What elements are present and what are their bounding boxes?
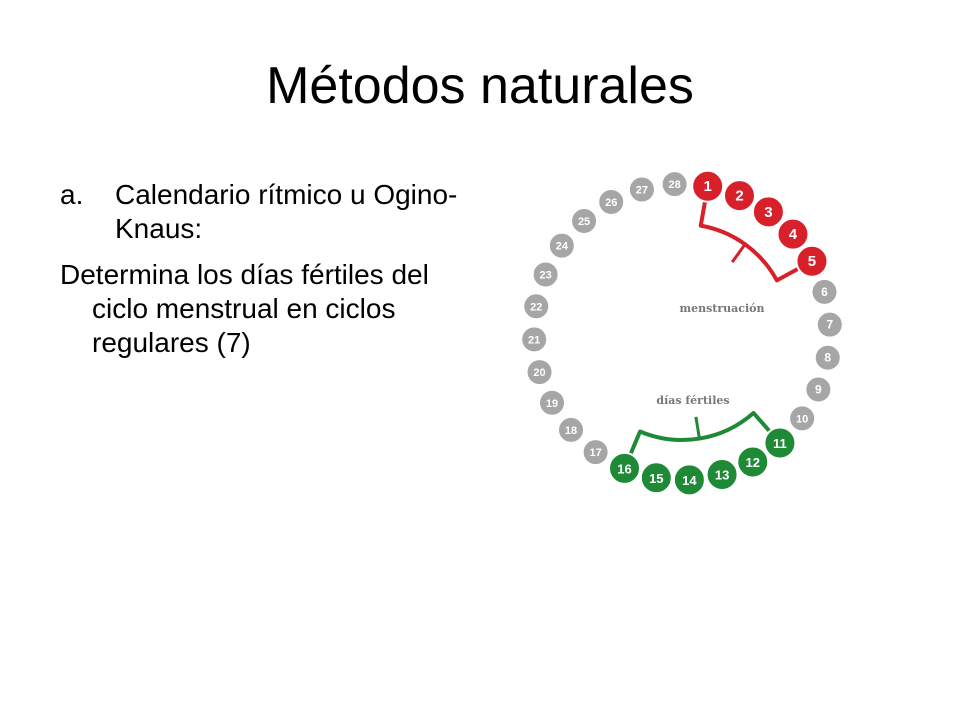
cycle-day-number: 14: [682, 473, 697, 488]
cycle-day-number: 21: [528, 334, 540, 346]
cycle-diagram-svg: menstruación días fértiles 1234567891011…: [520, 169, 844, 497]
cycle-day-11: 11: [763, 426, 797, 460]
cycle-day-number: 22: [530, 301, 542, 313]
cycle-day-marker: [639, 461, 673, 495]
cycle-day-4: 4: [776, 217, 810, 251]
cycle-day-6: 6: [810, 277, 839, 306]
cycle-day-number: 13: [715, 467, 729, 482]
cycle-day-26: 26: [597, 188, 626, 217]
cycle-day-8: 8: [813, 343, 842, 372]
slide-title: Métodos naturales: [266, 57, 694, 115]
cycle-day-marker: [531, 260, 560, 289]
cycle-day-marker: [522, 292, 551, 321]
cycle-day-3: 3: [751, 195, 785, 229]
cycle-day-marker: [660, 170, 689, 199]
cycle-day-marker: [691, 169, 725, 203]
cycle-day-number: 23: [539, 270, 551, 282]
cycle-day-marker: [776, 217, 810, 251]
list-item-calendar-method: a. Calendario rítmico u Ogino- Knaus:: [60, 178, 460, 246]
cycle-day-number: 11: [773, 436, 787, 451]
cycle-day-15: 15: [639, 461, 673, 495]
cycle-day-20: 20: [525, 358, 554, 387]
cycle-day-marker: [804, 375, 833, 404]
cycle-day-number: 10: [796, 413, 808, 425]
cycle-day-number: 1: [704, 178, 712, 195]
cycle-day-marker: [557, 415, 586, 444]
cycle-day-marker: [525, 358, 554, 387]
cycle-day-number: 6: [821, 285, 828, 299]
cycle-day-number: 18: [565, 425, 577, 437]
cycle-day-number: 5: [808, 253, 816, 270]
cycle-day-23: 23: [531, 260, 560, 289]
cycle-day-number: 16: [617, 461, 631, 476]
cycle-day-number: 8: [824, 351, 831, 365]
cycle-days: 1234567891011121314151617181920212223242…: [520, 169, 844, 497]
cycle-day-marker: [795, 244, 829, 278]
cycle-day-marker: [813, 343, 842, 372]
cycle-day-17: 17: [581, 438, 610, 467]
cycle-day-number: 19: [546, 398, 558, 410]
cycle-day-24: 24: [547, 231, 576, 260]
cycle-day-12: 12: [736, 445, 770, 479]
cycle-day-number: 7: [826, 318, 833, 332]
cycle-day-number: 12: [746, 455, 760, 470]
cycle-brackets: [628, 201, 799, 455]
cycle-day-number: 4: [789, 226, 798, 243]
menstruation-label: menstruación: [679, 302, 764, 315]
cycle-day-marker: [736, 445, 770, 479]
cycle-day-marker: [763, 426, 797, 460]
cycle-day-number: 15: [649, 471, 663, 486]
cycle-day-16: 16: [608, 451, 642, 485]
cycle-day-21: 21: [520, 325, 549, 354]
fertile-days-label: días fértiles: [656, 394, 729, 407]
cycle-day-22: 22: [522, 292, 551, 321]
cycle-day-5: 5: [795, 244, 829, 278]
menstruation-bracket-stem: [730, 243, 747, 264]
cycle-day-27: 27: [627, 175, 656, 204]
cycle-day-marker: [672, 463, 706, 497]
cycle-day-marker: [597, 188, 626, 217]
list-marker: a.: [60, 179, 84, 210]
cycle-day-marker: [547, 231, 576, 260]
cycle-day-marker: [722, 179, 756, 213]
cycle-day-19: 19: [538, 388, 567, 417]
cycle-day-number: 17: [589, 447, 601, 459]
cycle-day-10: 10: [788, 404, 817, 433]
cycle-day-number: 27: [636, 185, 648, 197]
cycle-day-25: 25: [570, 207, 599, 236]
cycle-day-marker: [627, 175, 656, 204]
cycle-day-marker: [705, 457, 739, 491]
cycle-day-number: 24: [556, 241, 569, 253]
cycle-day-1: 1: [691, 169, 725, 203]
cycle-day-marker: [538, 388, 567, 417]
list-item-text: Calendario rítmico u Ogino- Knaus:: [115, 179, 458, 244]
cycle-day-9: 9: [804, 375, 833, 404]
cycle-day-number: 3: [764, 204, 772, 221]
cycle-day-number: 26: [605, 197, 617, 209]
description-paragraph: Determina los días fértiles del ciclo me…: [60, 258, 429, 358]
cycle-day-marker: [751, 195, 785, 229]
cycle-day-7: 7: [815, 310, 844, 339]
cycle-day-number: 28: [668, 179, 680, 191]
cycle-day-marker: [608, 451, 642, 485]
cycle-day-marker: [810, 277, 839, 306]
cycle-day-marker: [570, 207, 599, 236]
cycle-day-marker: [581, 438, 610, 467]
cycle-day-number: 25: [578, 216, 590, 228]
cycle-day-number: 20: [533, 367, 545, 379]
cycle-day-number: 2: [735, 188, 743, 205]
cycle-day-marker: [788, 404, 817, 433]
cycle-day-14: 14: [672, 463, 706, 497]
cycle-day-13: 13: [705, 457, 739, 491]
cycle-day-18: 18: [557, 415, 586, 444]
cycle-day-28: 28: [660, 170, 689, 199]
fertile-bracket-stem: [694, 416, 701, 439]
cycle-day-2: 2: [722, 179, 756, 213]
slide-body: a. Calendario rítmico u Ogino- Knaus: De…: [60, 178, 460, 359]
cycle-day-marker: [520, 325, 549, 354]
cycle-day-number: 9: [815, 382, 822, 396]
cycle-day-marker: [815, 310, 844, 339]
